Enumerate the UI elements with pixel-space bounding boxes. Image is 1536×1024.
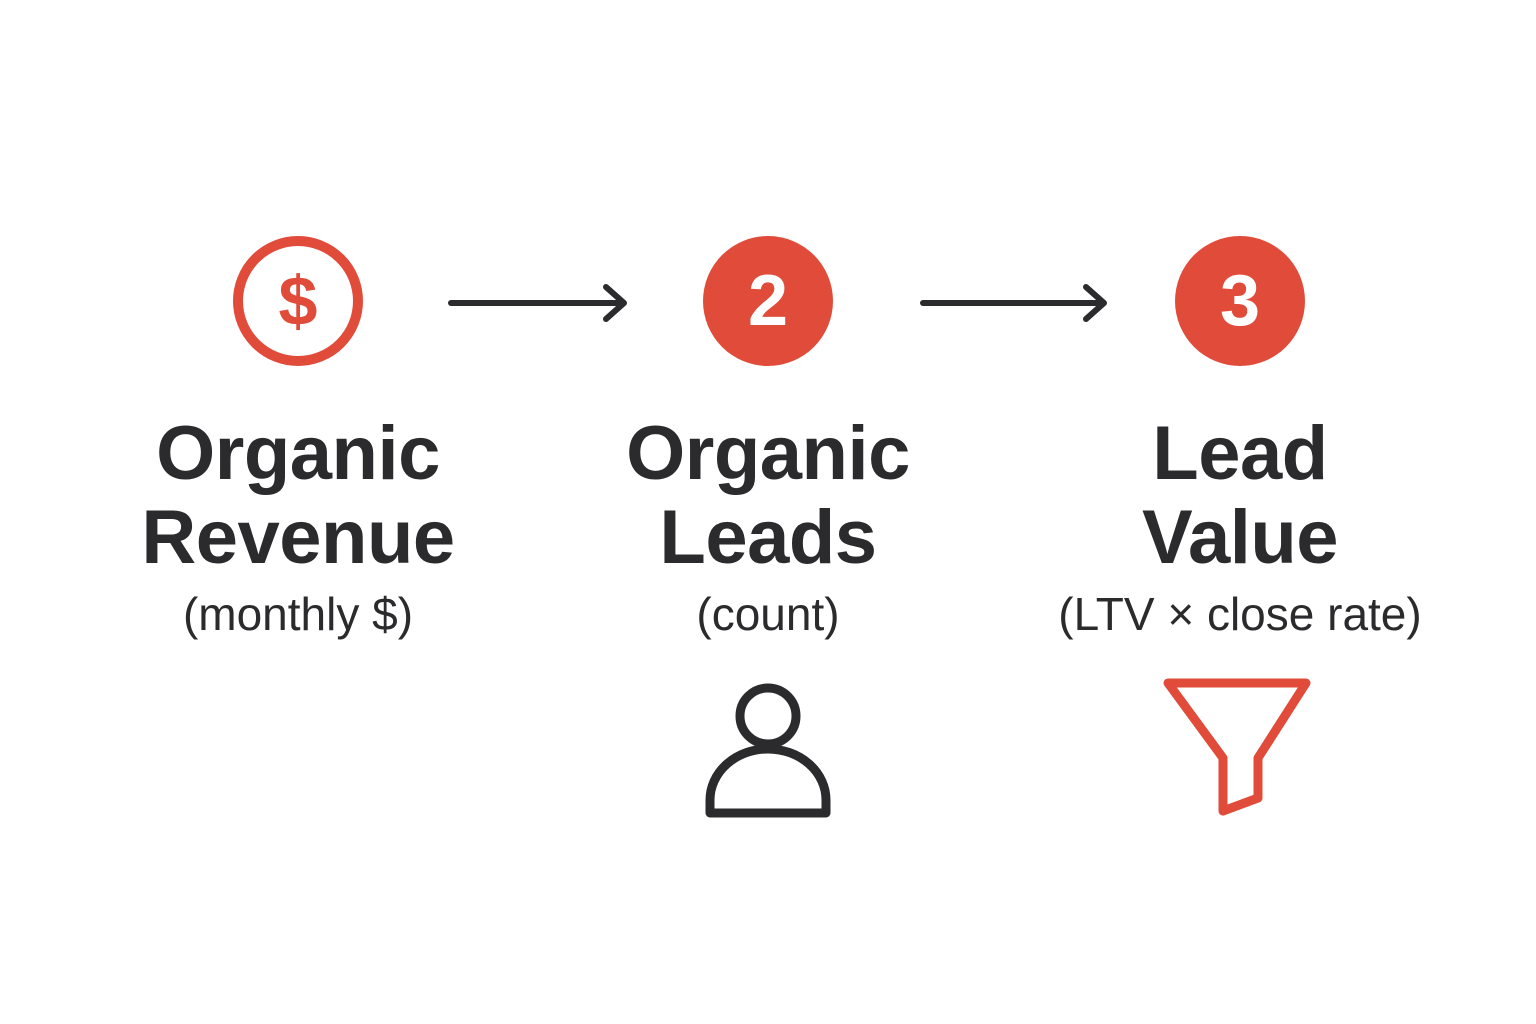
step-title: Organic Revenue [78, 412, 518, 580]
step-title: Lead Value [1020, 412, 1460, 580]
dollar-badge-text: $ [278, 262, 318, 340]
right-arrow-icon [920, 284, 1107, 322]
step-title-line1: Organic [156, 411, 440, 496]
user-icon [705, 683, 831, 818]
right-arrow-icon [448, 284, 627, 322]
step-title-line2: Leads [659, 495, 877, 580]
step-number-badge: 2 [703, 236, 833, 366]
funnel-icon [1163, 678, 1311, 816]
step-organic-leads: 2 Organic Leads (count) [548, 0, 988, 1024]
step-title: Organic Leads [548, 412, 988, 580]
step-number-badge: 3 [1175, 236, 1305, 366]
step-lead-value: 3 Lead Value (LTV × close rate) [1020, 0, 1460, 1024]
step-subtitle: (count) [696, 588, 840, 640]
step-title-line1: Lead [1152, 411, 1328, 496]
step-number: 3 [1219, 261, 1261, 341]
step-subtitle: (LTV × close rate) [1058, 588, 1422, 640]
step-subtitle: (monthly $) [182, 588, 414, 640]
step-title-line1: Organic [626, 411, 910, 496]
step-title-line2: Revenue [141, 495, 455, 580]
step-number: 2 [747, 261, 789, 341]
dollar-icon: $ [233, 236, 363, 366]
step-title-line2: Value [1141, 495, 1339, 580]
step-organic-revenue: $ Organic Revenue (monthly $) [78, 0, 518, 1024]
